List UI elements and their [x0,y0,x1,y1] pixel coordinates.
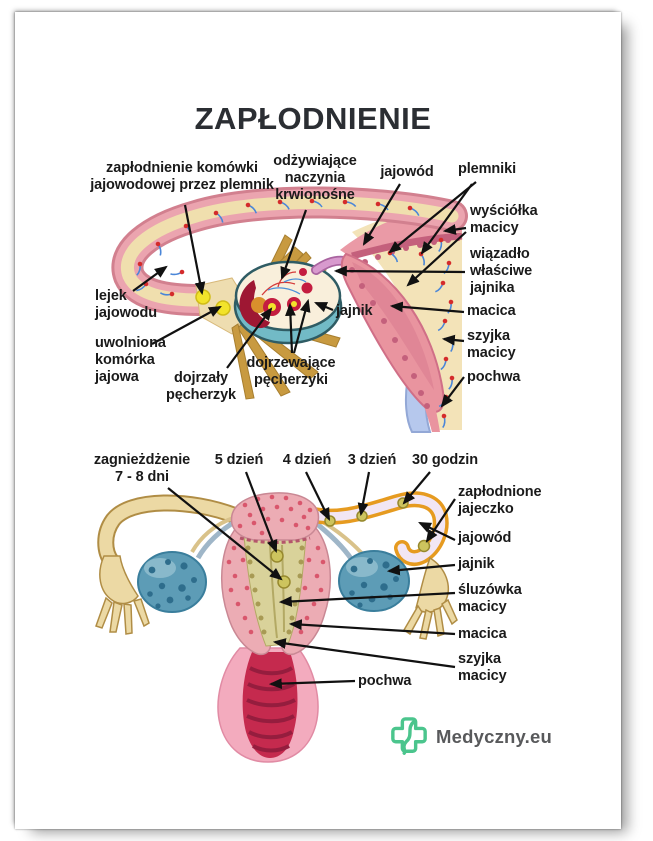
label-ovary: jajnik [336,303,373,319]
label-fallopian-tube: jajowód [380,164,434,180]
label-blood-vessels: odżywiające naczynia krwionośne [273,153,357,203]
label-cervix-bottom: szyjka macicy [458,651,507,684]
page-title: ZAPŁODNIENIE [194,100,432,136]
label-ovarian-ligament: wiązadło właściwe jajnika [470,246,533,296]
right-fimbriae-hand [402,556,458,640]
label-arrows [132,181,477,690]
label-vagina-bottom: pochwa [358,673,412,689]
label-implantation: zagnieżdżenie 7 - 8 dni [93,452,191,485]
top-diagram [111,186,468,433]
label-uterus-bottom: macica [458,626,507,642]
label-day-5: 5 dzień [214,452,264,468]
brand-name: Medyczny.eu [436,726,552,747]
label-uterine-mucosa: śluzówka macicy [458,582,522,615]
label-30-hours: 30 godzin [412,452,478,468]
brand-logo: Medyczny.eu [390,714,552,760]
left-fallopian-tube [97,494,245,571]
label-maturing-follicles: dojrzewające pęcherzyki [246,355,336,388]
label-sperm: plemniki [457,161,517,177]
label-released-egg: uwolniona komórka jajowa [95,335,166,385]
label-uterus: macica [467,303,516,319]
uterine-cavity-bottom [243,535,307,647]
label-mature-follicle: dojrzały pęcherzyk [165,370,237,403]
vagina [217,647,319,763]
label-fertilization: zapłodnienie komówki jajowodowej przez p… [90,160,274,193]
label-day-4: 4 dzień [282,452,332,468]
uterus-spots [226,494,326,635]
fertilized-egg [417,539,431,553]
label-uterine-lining: wyściółka macicy [470,203,538,236]
label-infundibulum: lejek jajowodu [95,288,158,321]
label-day-3: 3 dzień [347,452,397,468]
left-ovary [137,551,207,613]
fallopian-tube [111,186,468,316]
embryo-day5 [270,549,284,563]
label-vagina: pochwa [467,369,521,385]
left-fimbriae-hand [95,555,150,635]
right-ovary [338,550,410,612]
label-fallopian-tube-bottom: jajowód [458,530,512,546]
label-fertilized-egg: zapłodnione jajeczko [458,484,542,517]
poster-page [15,12,621,829]
label-ovary-bottom: jajnik [458,556,495,572]
ovary-cross-section [233,260,343,345]
medical-cross-s-icon [391,717,427,755]
egg-cell [195,289,211,305]
label-cervix: szyjka macicy [467,328,516,361]
